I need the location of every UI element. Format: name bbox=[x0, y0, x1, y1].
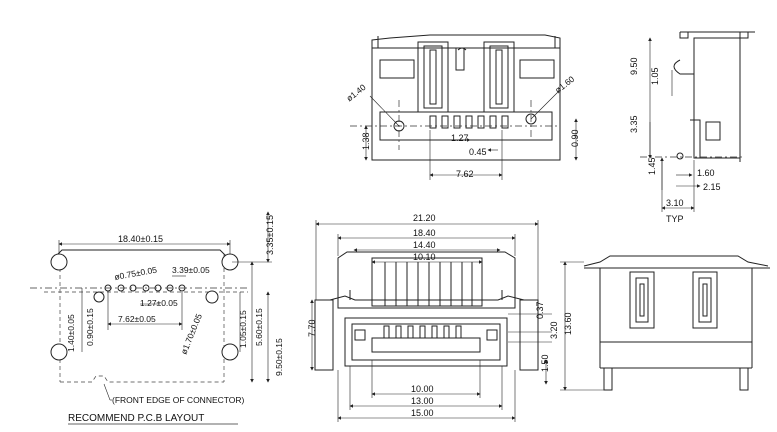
pcb-front-edge: (FRONT EDGE OF CONNECTOR) bbox=[112, 395, 245, 405]
front-contacts bbox=[384, 262, 473, 306]
side-w3: 3.10 bbox=[666, 198, 684, 208]
pcb-caption: RECOMMEND P.C.B LAYOUT bbox=[68, 413, 204, 424]
top-dia-left: ø1.40 bbox=[344, 82, 367, 103]
top-span: 7.62 bbox=[456, 169, 474, 179]
side-h-small: 1.05 bbox=[650, 67, 660, 85]
front-b1: 10.00 bbox=[411, 384, 434, 394]
pcb-right-h2: 5.60±0.15 bbox=[254, 308, 264, 346]
side-w2: 2.15 bbox=[703, 182, 721, 192]
side-h-mid: 3.35 bbox=[629, 115, 639, 133]
pcb-layout bbox=[30, 211, 272, 425]
pcb-right-h3: 9.50±0.15 bbox=[274, 338, 284, 376]
front-pins bbox=[383, 325, 462, 339]
pcb-left-h1: 1.40±0.05 bbox=[66, 314, 76, 352]
front-b3: 15.00 bbox=[411, 408, 434, 418]
front-d1: 0.37 bbox=[535, 301, 545, 319]
rear-view bbox=[560, 255, 770, 391]
pcb-right-h1: 1.05±0.15 bbox=[238, 310, 248, 348]
front-b2: 13.00 bbox=[411, 396, 434, 406]
rear-height: 13.60 bbox=[563, 312, 573, 335]
side-h-low: 1.45 bbox=[647, 157, 657, 175]
top-pitch: 1.27 bbox=[451, 133, 469, 143]
pcb-h-top: 3.35±0.15 bbox=[265, 215, 275, 255]
pad-top-left bbox=[50, 253, 68, 271]
pad-bottom-right bbox=[221, 343, 239, 361]
top-view bbox=[350, 34, 578, 180]
front-d3: 1.50 bbox=[540, 354, 550, 372]
side-w1: 1.60 bbox=[697, 168, 715, 178]
pcb-left-h2: 0.90±0.15 bbox=[85, 308, 95, 346]
front-d2: 3.20 bbox=[549, 321, 559, 339]
pcb-offset: 3.39±0.05 bbox=[172, 265, 210, 275]
front-w1: 21.20 bbox=[413, 213, 436, 223]
front-h-left: 7.70 bbox=[307, 319, 317, 337]
pcb-span: 7.62±0.05 bbox=[118, 314, 156, 324]
top-h-left: 1.38 bbox=[361, 132, 371, 150]
top-pins bbox=[429, 115, 509, 129]
peg-hole-right bbox=[205, 290, 219, 304]
side-typ: TYP bbox=[666, 214, 684, 224]
top-h-right: 0.90 bbox=[570, 129, 580, 147]
front-w2: 18.40 bbox=[413, 228, 436, 238]
side-view bbox=[640, 31, 755, 212]
pcb-hole-dia: ø0.75±0.05 bbox=[114, 265, 158, 282]
front-port bbox=[371, 337, 481, 353]
front-view bbox=[310, 220, 552, 422]
top-width: 0.45 bbox=[469, 147, 487, 157]
pcb-pitch: 1.27±0.05 bbox=[140, 298, 178, 308]
front-w4: 10.10 bbox=[413, 252, 436, 262]
pad-bottom-left bbox=[50, 343, 68, 361]
top-dia-right: ø1.60 bbox=[553, 74, 576, 95]
pcb-peg-dia: ø1.70±0.05 bbox=[179, 312, 204, 356]
side-h-total: 9.50 bbox=[629, 57, 639, 75]
peg-hole-left bbox=[93, 291, 105, 303]
pcb-w-outer: 18.40±0.15 bbox=[118, 234, 163, 244]
peg-right bbox=[525, 113, 537, 125]
front-w3: 14.40 bbox=[413, 240, 436, 250]
